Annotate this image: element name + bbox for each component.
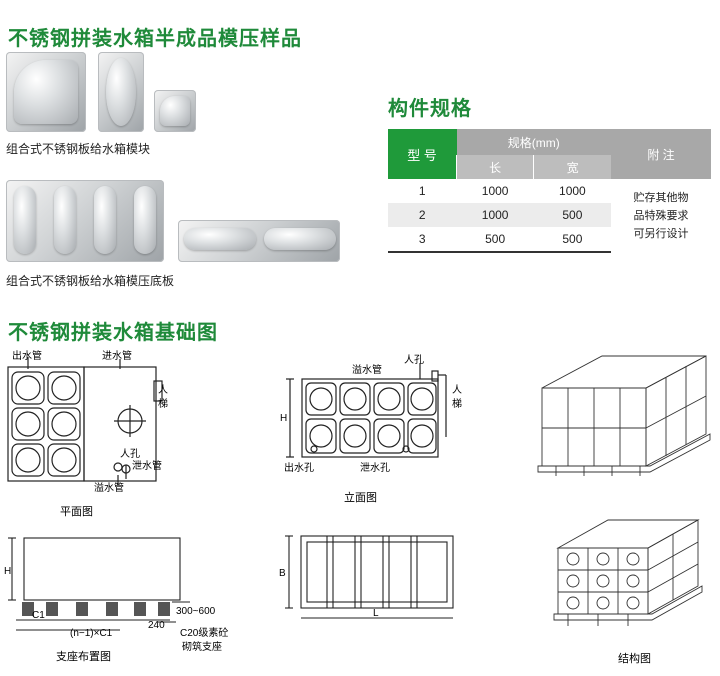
table-row: 1 1000 1000 贮存其他物 品特殊要求 可另行设计 xyxy=(388,179,711,252)
support-range-label: 300~600 xyxy=(176,606,216,617)
support-h-label: H xyxy=(4,566,11,577)
table-row: 2 1000 500 xyxy=(388,203,711,227)
elev-ladder-label: 人 xyxy=(452,384,462,396)
plan-inlet-label: 进水管 xyxy=(102,349,132,362)
frame-plan: B L xyxy=(279,535,454,619)
plan-manhole-label: 人孔 xyxy=(120,448,140,460)
frame-l-label: L xyxy=(373,608,379,619)
elev-drain-label: 泄水孔 xyxy=(360,461,390,474)
plan-cells xyxy=(11,371,81,477)
caption-bottom: 组合式不锈钢板给水箱模压底板 xyxy=(6,274,175,288)
elev-caption: 立面图 xyxy=(344,490,377,504)
plan-drain-label: 泄水管 xyxy=(132,459,162,472)
elevation-view: 人孔 溢水管 人 梯 H 出水孔 泄水孔 立面图 xyxy=(280,354,462,504)
samples-title: 不锈钢拼装水箱半成品模压样品 xyxy=(8,28,302,50)
col-note: 附 注 xyxy=(611,129,711,179)
foundation-title: 不锈钢拼装水箱基础图 xyxy=(8,322,218,344)
elev-overflow-label: 溢水管 xyxy=(352,363,382,376)
elev-outlet-label: 出水孔 xyxy=(284,461,314,474)
plan-ladder-label: 人 xyxy=(158,384,168,396)
support-nc1-label: (n−1)×C1 xyxy=(70,628,113,639)
caption-panel: 组合式不锈钢板给水箱模块 xyxy=(6,142,151,156)
elev-manhole-label: 人孔 xyxy=(404,354,424,366)
plan-view: 出水管 进水管 人 梯 人孔 泄水管 溢水管 平面图 xyxy=(7,349,168,518)
support-layout: H C1 (n−1)×C1 240 300~600 C20级素砼 砌筑支座 支座… xyxy=(4,537,228,663)
support-conc2: 砌筑支座 xyxy=(182,640,222,653)
svg-text:梯: 梯 xyxy=(452,397,462,410)
table-row: 3 500 500 xyxy=(388,227,711,253)
support-conc1: C20级素砼 xyxy=(180,626,228,639)
support-c1-label: C1 xyxy=(32,610,45,621)
col-len: 长 xyxy=(455,155,534,179)
spec-title: 构件规格 xyxy=(388,98,472,120)
support-caption: 支座布置图 xyxy=(56,649,111,663)
plan-caption: 平面图 xyxy=(60,505,93,518)
note-cell: 贮存其他物 品特殊要求 可另行设计 xyxy=(611,179,711,252)
col-wid: 宽 xyxy=(533,155,611,179)
spec-table: 型 号 规格(mm) 附 注 长 宽 1 1000 1000 贮存其他物 品特殊… xyxy=(388,129,711,253)
frame-b-label: B xyxy=(279,568,286,579)
support-blocks xyxy=(22,602,170,616)
col-type: 型 号 xyxy=(388,129,457,179)
structure-3d-top xyxy=(537,355,711,476)
col-size: 规格(mm) xyxy=(456,129,611,155)
plan-outlet-label: 出水管 xyxy=(12,349,42,362)
structure-caption: 结构图 xyxy=(618,651,651,665)
structure-3d-bottom: 结构图 xyxy=(553,519,703,665)
support-240-label: 240 xyxy=(148,620,165,631)
plan-overflow-label: 溢水管 xyxy=(94,481,124,494)
elev-h-label: H xyxy=(280,413,287,424)
svg-text:梯: 梯 xyxy=(158,397,168,410)
